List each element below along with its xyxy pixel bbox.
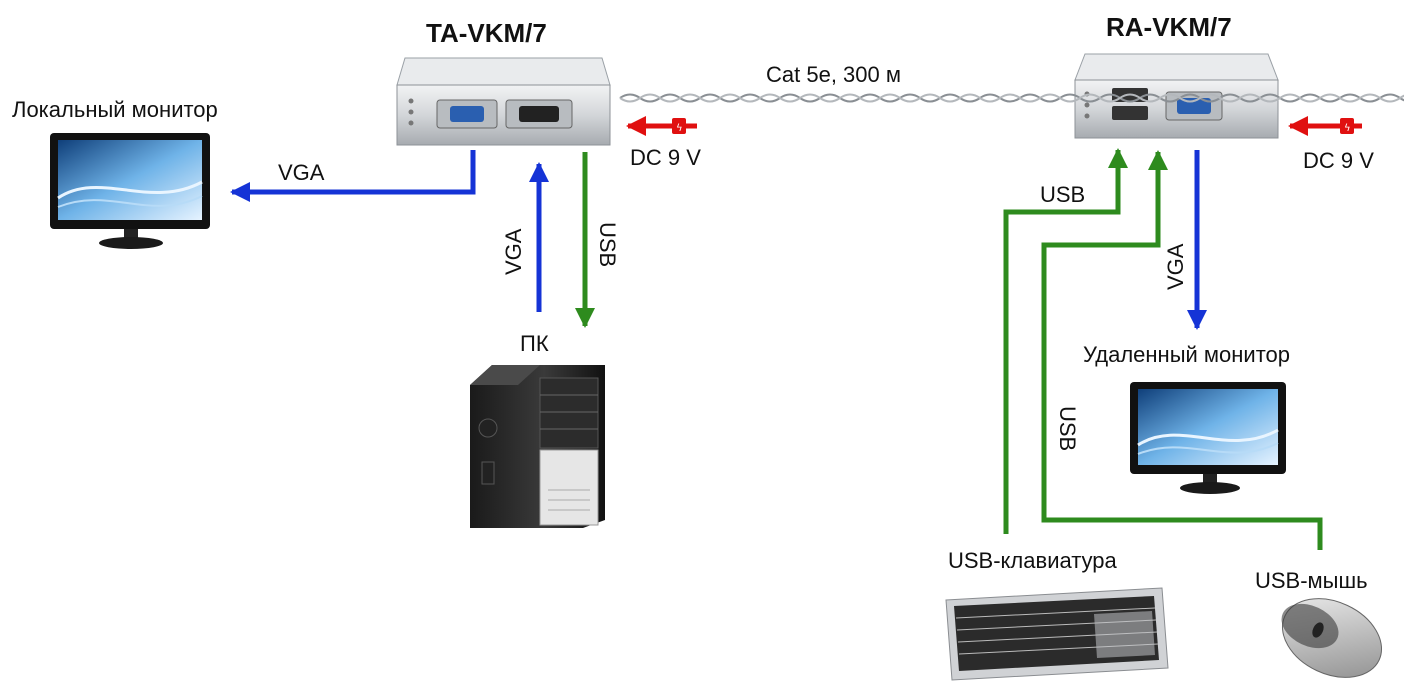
vga-local-label: VGA xyxy=(278,160,325,185)
svg-text:ϟ: ϟ xyxy=(676,123,683,134)
receiver-label: RA-VKM/7 xyxy=(1106,12,1232,42)
usb-line-keyboard xyxy=(1003,148,1128,534)
transmitter-device xyxy=(396,57,611,146)
local-monitor-label: Локальный монитор xyxy=(12,97,218,122)
power-right-label: DC 9 V xyxy=(1303,148,1374,173)
mouse-image xyxy=(1281,598,1383,678)
usb-line-mouse xyxy=(1041,150,1323,550)
receiver-device xyxy=(1074,53,1279,139)
mouse-label: USB-мышь xyxy=(1255,568,1368,593)
power-arrow-right: ϟ xyxy=(1288,116,1362,136)
local-monitor-image xyxy=(50,133,210,249)
svg-text:ϟ: ϟ xyxy=(1344,123,1351,134)
usb-mouse-label: USB xyxy=(1055,406,1080,452)
cat5e-cable xyxy=(619,93,1404,103)
vga-line-local xyxy=(230,150,476,202)
remote-monitor-label: Удаленный монитор xyxy=(1083,342,1291,367)
transmitter-label: TA-VKM/7 xyxy=(426,18,547,48)
pc-image xyxy=(470,365,605,528)
vga-pc-label: VGA xyxy=(501,228,526,275)
remote-monitor-image xyxy=(1130,382,1286,494)
pc-label: ПК xyxy=(520,331,549,356)
keyboard-label: USB-клавиатура xyxy=(948,548,1117,573)
usb-keyboard-label: USB xyxy=(1040,182,1086,207)
cable-label: Cat 5e, 300 м xyxy=(766,62,901,87)
power-left-label: DC 9 V xyxy=(630,145,701,170)
power-arrow-left: ϟ xyxy=(626,116,697,136)
keyboard-image xyxy=(945,587,1169,681)
vga-remote-label: VGA xyxy=(1163,243,1188,290)
usb-pc-label: USB xyxy=(595,222,620,268)
